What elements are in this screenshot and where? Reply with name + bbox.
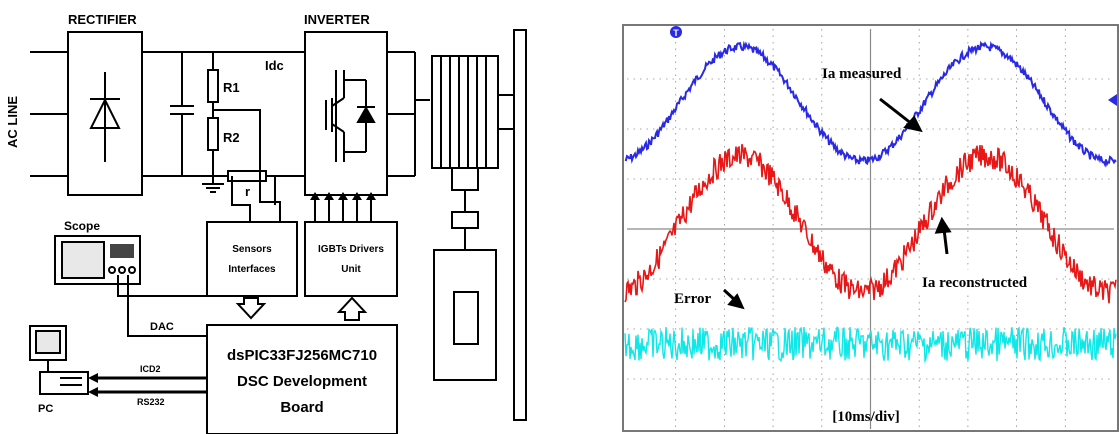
sensors-label-1: Sensors [232,244,272,255]
rectifier-block [67,31,143,196]
drive-system-schematic: AC LINE RECTIFIER INVERTER Idc R1 R2 r S… [5,12,527,434]
sensors-interfaces-box [206,221,298,297]
timebase-label: [10ms/div] [832,409,900,425]
ia-measured-label: Ia measured [822,66,902,82]
trigger-marker-text: T [673,28,679,38]
pc-label: PC [38,403,53,415]
idc-label: Idc [265,58,284,73]
error-label: Error [674,291,712,307]
igbt-label-1: IGBTs Drivers [318,244,384,255]
igbt-label-2: Unit [341,264,361,275]
inverter-label: INVERTER [304,12,370,27]
igbt-drivers-box [304,221,398,297]
dsc-board [206,324,398,434]
trigger-marker-icon [670,26,682,38]
ia-reconstructed-trace [624,144,1117,304]
rectifier-label: RECTIFIER [68,12,137,27]
dac-label: DAC [150,321,174,333]
dsc-label-3: Board [280,399,323,416]
pc-case [39,371,89,395]
scope-grid [627,29,1114,429]
inverter-block [304,31,388,196]
channel-marker-icon [1108,94,1117,106]
dsc-label-1: dsPIC33FJ256MC710 [227,347,377,364]
shunt-r-label: r [245,184,250,199]
load-machine [433,249,497,381]
r1-label: R1 [223,80,240,95]
error-trace [624,326,1117,364]
ac-line-label: AC LINE [5,96,20,148]
dsc-label-2: DSC Development [237,373,367,390]
test-bench-frame [513,29,527,421]
icd2-label: ICD2 [140,364,161,374]
ia-reconstructed-label: Ia reconstructed [922,275,1028,291]
oscilloscope-screen: T Ia measured Ia reconstructed Error [10… [622,24,1119,432]
scope-instrument [54,235,141,285]
sensors-label-2: Interfaces [228,264,276,275]
scope-label: Scope [64,219,100,233]
ia-measured-trace [624,40,1117,168]
rs232-label: RS232 [137,397,165,407]
r2-label: R2 [223,130,240,145]
